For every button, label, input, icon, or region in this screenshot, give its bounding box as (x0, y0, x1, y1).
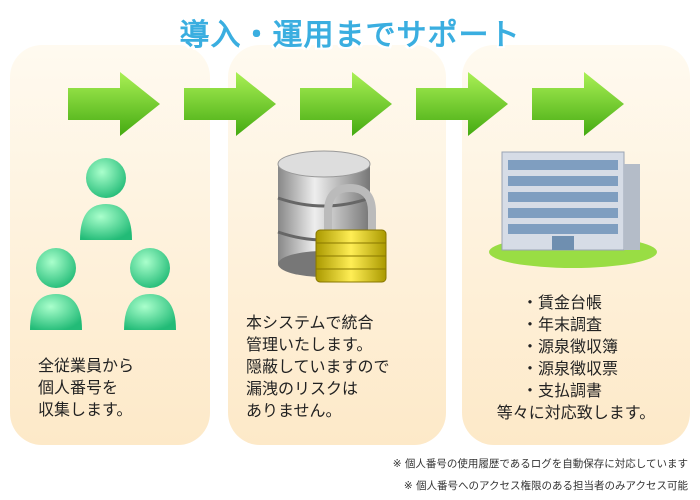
list-item: ・支払調書 (522, 381, 603, 400)
office-building-icon (489, 151, 657, 268)
list-item: ・源泉徴収簿 (522, 337, 619, 356)
list-closing: 等々に対応致します。 (496, 403, 656, 422)
arrow-right-icon (68, 72, 160, 136)
list-item: ・年末調査 (522, 315, 603, 334)
list-item: ・賃金台帳 (522, 293, 603, 312)
panel1-text: 全従業員から 個人番号を 収集します。 (38, 356, 135, 419)
people-icon (30, 158, 176, 330)
footnote: ※ 個人番号へのアクセス権限のある担当者のみアクセス可能 (403, 480, 688, 492)
arrow-right-icon (416, 72, 508, 136)
arrow-right-icon (184, 72, 276, 136)
arrow-right-icon (532, 72, 624, 136)
document-list: ・賃金台帳 ・年末調査 ・源泉徴収簿 ・源泉徴収票 ・支払調書 等々に対応致しま… (466, 292, 686, 424)
arrow-right-icon (300, 72, 392, 136)
panel2-text: 本システムで統合 管理いたします。 隠蔽していますので 漏洩のリスクは ありませ… (246, 313, 390, 420)
page-title: 導入・運用までサポート (179, 18, 521, 53)
locked-database-icon (277, 150, 387, 283)
list-item: ・源泉徴収票 (522, 359, 619, 378)
footnote: ※ 個人番号の使用履歴であるログを自動保存に対応しています (392, 458, 688, 470)
